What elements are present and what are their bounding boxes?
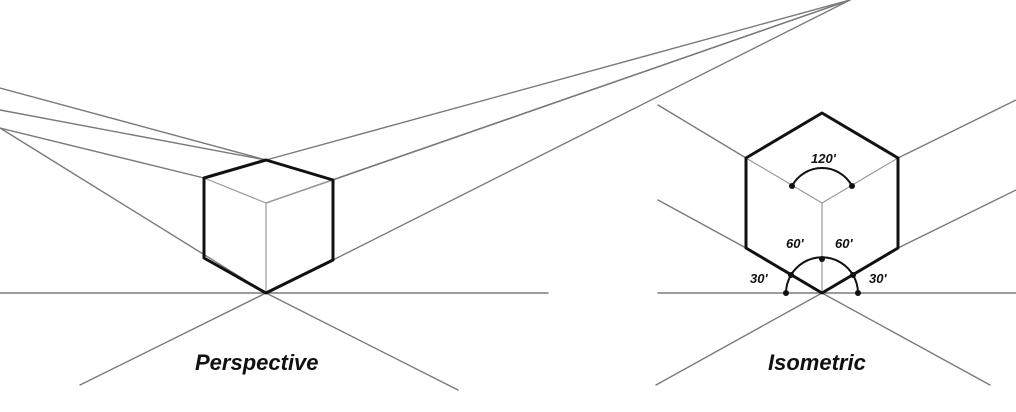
top-arc-dot-right [849, 183, 855, 189]
isometric-inner-edges [745, 157, 899, 293]
perspective-caption: Perspective [195, 350, 319, 375]
isometric-figure: 120' 60' 60' 30' 30' Isometric [655, 99, 1016, 386]
top-angle-arc [791, 167, 853, 187]
isometric-cube-outline [744, 111, 900, 295]
perspective-figure: Perspective [0, 0, 851, 391]
perspective-guide-lines [0, 0, 851, 391]
isometric-guide-lines [655, 99, 1016, 386]
angle-label-base-left: 30' [750, 271, 768, 286]
angle-label-inner-right: 60' [835, 236, 853, 251]
angle-label-base-right: 30' [869, 271, 887, 286]
perspective-cube-outline [202, 158, 335, 295]
inner-arc-dot-center [819, 256, 825, 262]
base-arc-dot-right [855, 290, 861, 296]
angle-label-inner-left: 60' [786, 236, 804, 251]
top-arc-dot-left [789, 183, 795, 189]
base-arc-dot-left [783, 290, 789, 296]
isometric-caption: Isometric [768, 350, 866, 375]
perspective-hidden-edges [203, 177, 334, 293]
angle-label-top: 120' [811, 151, 837, 166]
